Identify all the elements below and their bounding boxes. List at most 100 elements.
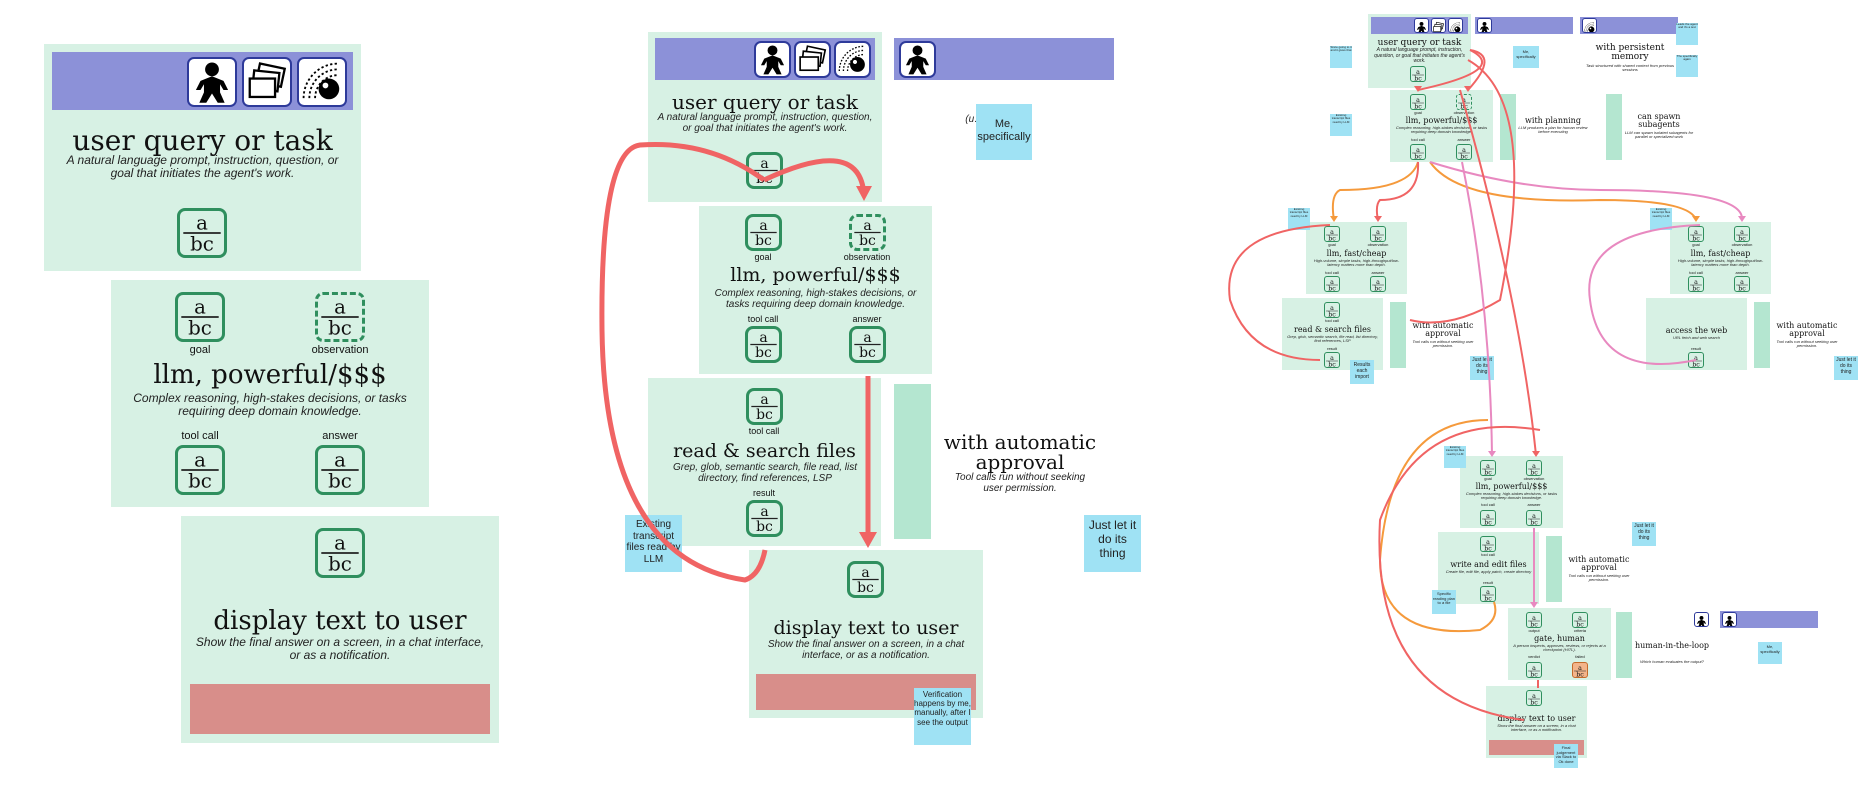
stage-title: user query or task: [1377, 38, 1462, 48]
token-label: goal: [1484, 476, 1492, 481]
stage-description: Which human evaluates the output?: [1640, 659, 1704, 664]
sticky-note: The specifically again: [1676, 55, 1698, 77]
abc-token-icon: [1324, 352, 1340, 368]
stage-description: Tool calls run without seeking user perm…: [1412, 339, 1474, 349]
stage-description: High-volume, simple tasks, high-throughp…: [1677, 258, 1764, 268]
token-label: observation: [843, 252, 891, 262]
abc-token-icon: [315, 445, 365, 495]
stage-title: human-in-the-loop: [1634, 641, 1710, 650]
abc-token-icon: [1324, 302, 1340, 318]
token-label: tool call: [747, 314, 779, 324]
token-label: answer: [1735, 270, 1749, 275]
sticky-note: Existing transcript files read by LLM: [1650, 208, 1672, 230]
abc-token-icon: [847, 561, 884, 598]
sticky-note: Me, specifically: [976, 104, 1032, 160]
abc-token-icon: [315, 528, 365, 578]
abc-token-icon: [1480, 536, 1496, 552]
panel3-fast-card-right: [1670, 222, 1771, 294]
stage-description: Grep, glob, semantic search, file read, …: [673, 462, 857, 485]
abc-token-icon: [1734, 226, 1750, 242]
person-icon: [899, 41, 936, 78]
subagents-sidebar: [1606, 94, 1622, 160]
stage-title: with automatic approval: [1568, 555, 1630, 572]
token-label: result: [752, 488, 775, 498]
stage-description: Grep, glob, semantic search, file read, …: [1287, 334, 1378, 344]
abc-token-icon: [1572, 612, 1588, 628]
token-label: observation: [311, 344, 369, 356]
sticky-note: Since going to it and it gives that: [1330, 46, 1352, 68]
token-label: goal: [1414, 110, 1422, 115]
abc-token-icon: [1480, 586, 1496, 602]
sticky-note: Just let it do its thing: [1470, 356, 1494, 380]
stage-title: with automatic approval: [1412, 321, 1474, 338]
stage-description: Show the final answer on a screen, in a …: [195, 635, 485, 663]
abc-token-icon: [745, 214, 782, 251]
abc-token-icon: [175, 292, 225, 342]
stage-title: with persistent memory: [1595, 43, 1665, 62]
stage-description: Tool calls run without seeking user perm…: [954, 472, 1086, 495]
abc-token-icon: [849, 214, 886, 251]
token-label: goal: [1692, 242, 1700, 247]
stage-description: Complex reasoning, high-stakes decisions…: [1465, 491, 1558, 501]
stage-description: Task structured with shared context from…: [1585, 63, 1675, 73]
sticky-note: Results each import: [1350, 360, 1374, 384]
sticky-note: Me, specifically: [1513, 46, 1539, 68]
stage-title: user query or task: [672, 90, 858, 114]
abc-token-icon: [1688, 226, 1704, 242]
person-icon: [1414, 18, 1429, 33]
stage-title: can spawn subagents: [1637, 112, 1681, 129]
token-label: observation: [1731, 242, 1753, 247]
stage-description: A natural language prompt, instruction, …: [66, 153, 339, 181]
abc-token-icon: [746, 500, 783, 537]
approval-sidebar: [1546, 536, 1562, 602]
token-label: observation: [1453, 110, 1475, 115]
stage-title: read & search files: [1294, 325, 1371, 334]
stage-title: gate, human: [1534, 634, 1585, 643]
abc-token-icon: [175, 445, 225, 495]
person-icon: [754, 41, 791, 78]
sticky-note: Verification happens by me, manually, af…: [914, 688, 971, 745]
sticky-note: Final judgement via Slack to Ok done: [1554, 744, 1578, 768]
stage-title: llm, fast/cheap: [1326, 249, 1387, 258]
cards-icon: [242, 57, 292, 107]
stage-title: display text to user: [213, 606, 467, 636]
failed-token-icon: [1572, 662, 1588, 678]
stage-description: LLM produces a plan for human review bef…: [1518, 125, 1588, 135]
abc-token-icon: [1324, 276, 1340, 292]
abc-token-icon: [1526, 612, 1542, 628]
token-label: output: [1528, 628, 1540, 633]
stage-title: write and edit files: [1450, 560, 1527, 569]
panel3-llm-card-lower: [1460, 456, 1563, 528]
stage-title: with automatic approval: [943, 430, 1097, 474]
abc-token-icon: [1410, 144, 1426, 160]
cards-icon: [794, 41, 831, 78]
panel3-memory-header: [1580, 17, 1678, 34]
abc-token-icon: [1370, 276, 1386, 292]
abc-token-icon: [177, 208, 227, 258]
sticky-note: Just let it do its thing: [1084, 515, 1141, 572]
sticky-note: Existing transcript files read by LLM: [1330, 114, 1352, 136]
abc-token-icon: [1526, 690, 1542, 706]
abc-token-icon: [1370, 226, 1386, 242]
stage-title: with automatic approval: [1776, 321, 1838, 338]
sticky-note: Existing transcript files read by LLM: [1288, 208, 1310, 230]
abc-token-icon: [1734, 276, 1750, 292]
stage-title: with planning: [1525, 116, 1581, 125]
token-label: tool call: [748, 426, 780, 436]
radar-icon: [834, 41, 871, 78]
sticky-note: Just let it do its thing: [1834, 356, 1858, 380]
abc-token-icon: [1526, 510, 1542, 526]
token-label: tool call: [1689, 270, 1703, 275]
person-icon: [1694, 612, 1709, 627]
person-icon: [1722, 612, 1737, 627]
approval-sidebar: [894, 384, 931, 539]
radar-icon: [297, 57, 347, 107]
token-label: answer: [852, 314, 882, 324]
abc-token-icon: [1324, 226, 1340, 242]
stage-title: display text to user: [1497, 714, 1576, 723]
cards-icon: [1431, 18, 1446, 33]
abc-token-icon: [315, 292, 365, 342]
panel3-fast-card-left: [1306, 222, 1407, 294]
radar-icon: [1448, 18, 1463, 33]
